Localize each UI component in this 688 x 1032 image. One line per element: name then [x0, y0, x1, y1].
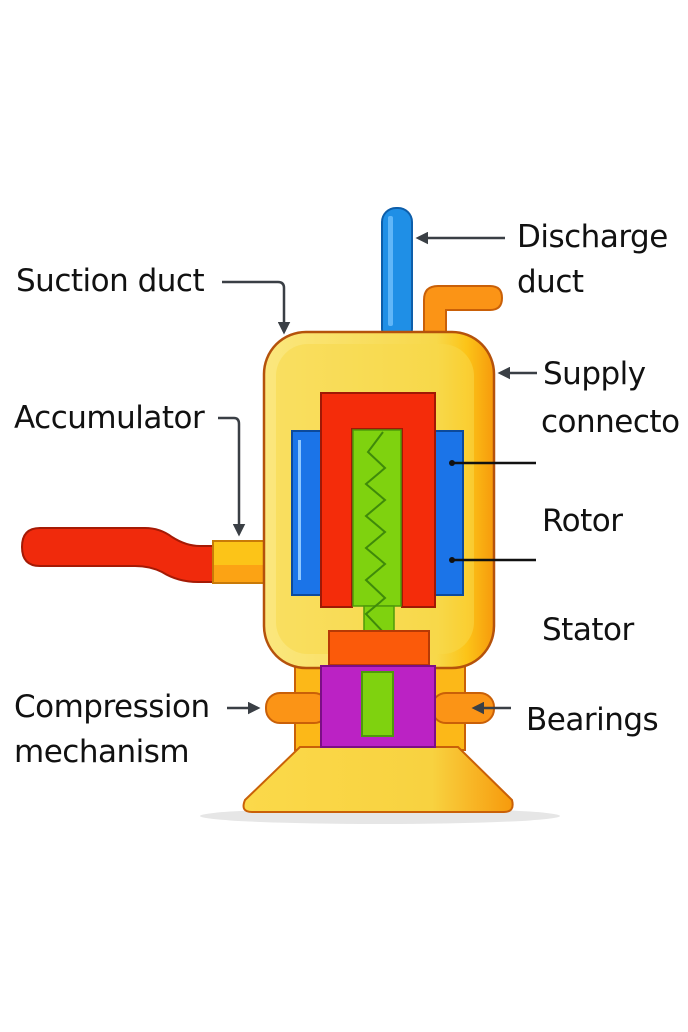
discharge-pipe	[381, 207, 413, 344]
label-bearings: Bearings	[526, 702, 658, 738]
label-supply-line2: connecto	[541, 404, 680, 440]
label-accumulator: Accumulator	[14, 400, 205, 436]
compression-piston	[361, 671, 394, 737]
bearing-left	[265, 692, 329, 724]
label-discharge-line2: duct	[517, 264, 584, 300]
supply-pipe	[423, 285, 504, 341]
shaft	[352, 429, 402, 607]
leader-suction-duct	[222, 280, 291, 335]
discharge-pipe-highlight	[388, 216, 393, 326]
label-rotor: Rotor	[542, 503, 623, 539]
leader-rotor-dot	[449, 460, 455, 466]
accumulator-fitting-shade	[214, 565, 266, 582]
label-discharge-line1: Discharge	[517, 219, 668, 255]
label-compression-line1: Compression	[14, 689, 210, 725]
stator-right	[431, 430, 464, 596]
suction-pipe	[20, 527, 216, 583]
rotor-frame	[320, 392, 436, 608]
rotor-spring	[364, 431, 387, 635]
label-compression-line2: mechanism	[14, 734, 189, 770]
label-suction-duct: Suction duct	[16, 263, 204, 299]
leader-accumulator	[218, 416, 246, 537]
leader-stator-dot	[449, 557, 455, 563]
label-stator: Stator	[542, 612, 634, 648]
stator-left-highlight	[298, 440, 301, 580]
stator-left	[291, 430, 325, 596]
label-supply-line1: Supply	[543, 356, 646, 392]
rotor-cap	[328, 630, 430, 666]
compressor-base	[242, 746, 514, 813]
